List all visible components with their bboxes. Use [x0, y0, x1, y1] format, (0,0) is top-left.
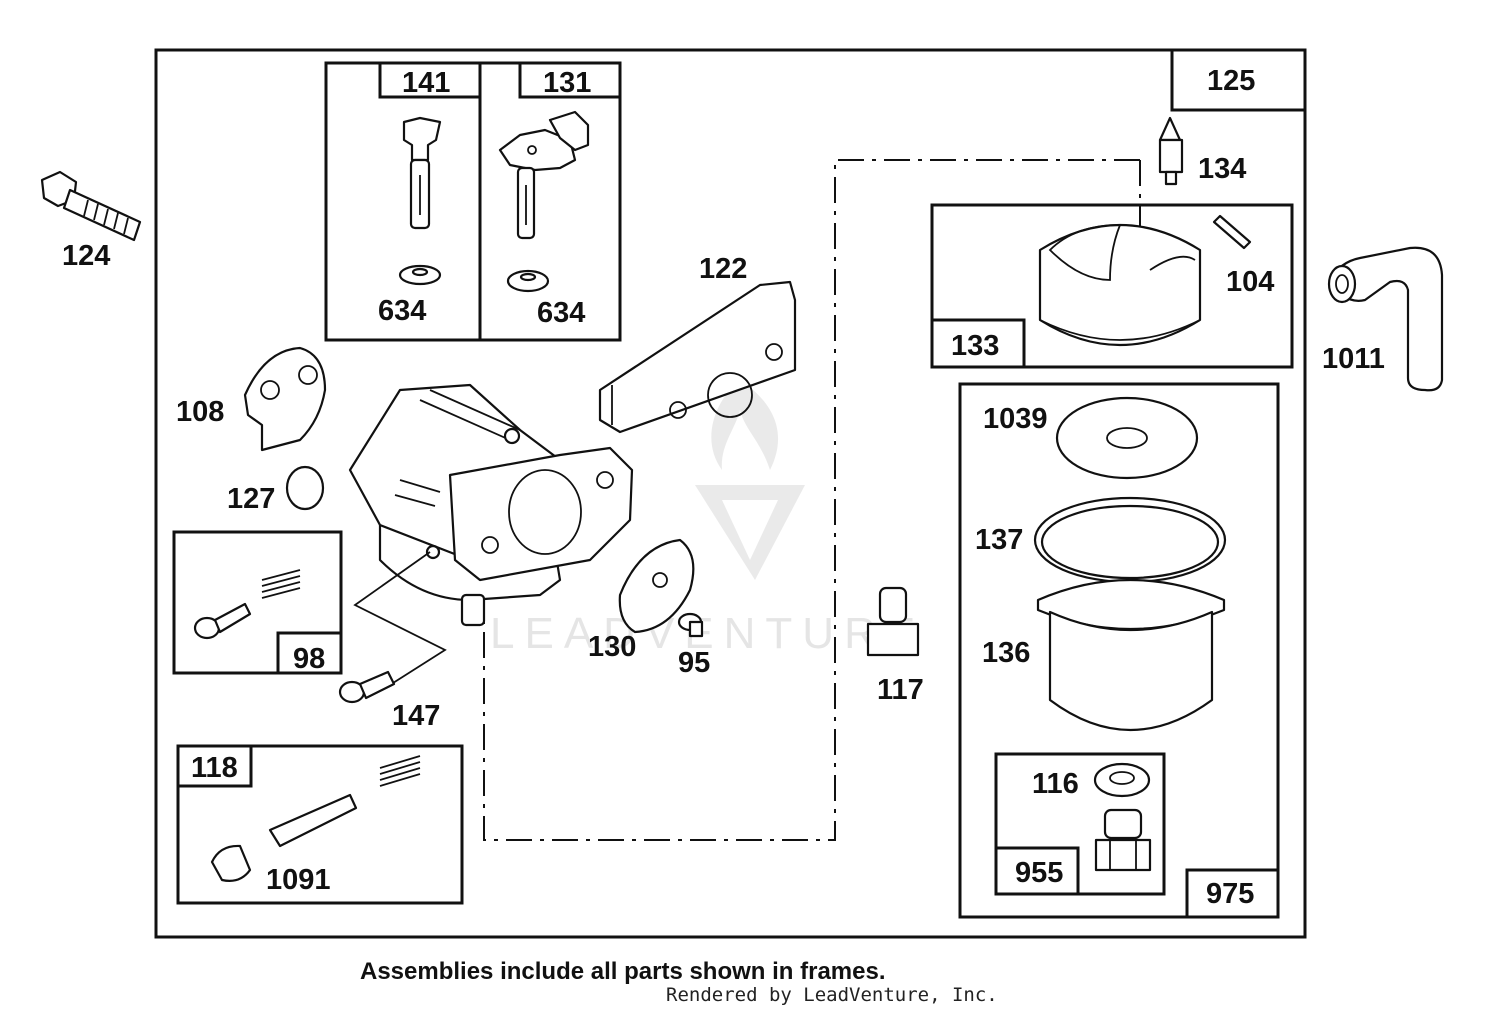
plug-127: [285, 465, 325, 511]
frame-133-tab: [930, 318, 1026, 369]
label-122: 122: [699, 253, 747, 285]
label-134: 134: [1198, 153, 1246, 185]
label-98: 98: [293, 643, 325, 675]
choke-shaft-131: [498, 110, 590, 293]
label-127: 127: [227, 483, 275, 515]
label-634-left: 634: [378, 295, 426, 327]
gasket-122: [598, 280, 797, 434]
label-130: 130: [588, 631, 636, 663]
bolt-124: [40, 170, 142, 242]
screw-95: [677, 612, 704, 638]
needle-valve-1091: [210, 755, 421, 882]
frame-118: [176, 744, 464, 905]
label-104: 104: [1226, 266, 1274, 298]
seat-117: [866, 586, 920, 657]
frame-118-tab: [176, 744, 253, 788]
label-137: 137: [975, 524, 1023, 556]
label-117: 117: [877, 674, 924, 706]
label-1039: 1039: [983, 403, 1048, 435]
label-108: 108: [176, 396, 224, 428]
pin-104: [1212, 214, 1252, 250]
label-118: 118: [191, 752, 238, 784]
label-131: 131: [543, 67, 591, 99]
frame-975: [958, 382, 1280, 919]
needle-134: [1158, 116, 1184, 186]
frame-955: [994, 752, 1166, 896]
label-955: 955: [1015, 857, 1063, 889]
frame-98-tab: [276, 631, 343, 675]
outer-frame: [154, 48, 1307, 939]
frame-141-131: [324, 61, 622, 342]
label-1011: 1011: [1322, 343, 1385, 375]
label-136: 136: [982, 637, 1030, 669]
screw-147: [338, 670, 396, 704]
label-141: 141: [402, 67, 450, 99]
frame-133: [930, 203, 1294, 369]
frame-975-tab: [1185, 868, 1280, 919]
label-116: 116: [1032, 768, 1079, 800]
label-133: 133: [951, 330, 999, 362]
carburetor-body: [348, 383, 634, 627]
gasket-130: [618, 538, 695, 634]
rendered-by-credit: Rendered by LeadVenture, Inc.: [666, 984, 998, 1006]
gasket-1039: [1055, 396, 1199, 480]
assemblies-note: Assemblies include all parts shown in fr…: [360, 958, 886, 985]
label-1091: 1091: [266, 864, 331, 896]
bowl-136: [1036, 578, 1226, 732]
washer-116: [1093, 762, 1151, 798]
label-634-right: 634: [537, 297, 585, 329]
label-125: 125: [1207, 65, 1255, 97]
screw-spring-98: [193, 569, 301, 640]
plate-108: [243, 346, 327, 452]
label-95: 95: [678, 647, 710, 679]
label-147: 147: [392, 700, 440, 732]
label-124: 124: [62, 240, 110, 272]
label-975: 975: [1206, 878, 1254, 910]
dash-connector-main: [483, 159, 1140, 841]
bolt-955: [1094, 808, 1152, 872]
leader-147: [353, 551, 447, 691]
throttle-shaft-141: [398, 116, 442, 286]
frame-955-tab: [994, 846, 1080, 896]
ring-137: [1033, 496, 1227, 584]
hose-1011: [1327, 246, 1444, 392]
float-133: [1038, 223, 1202, 347]
frame-125: [1170, 48, 1307, 112]
frame-98: [172, 530, 343, 675]
